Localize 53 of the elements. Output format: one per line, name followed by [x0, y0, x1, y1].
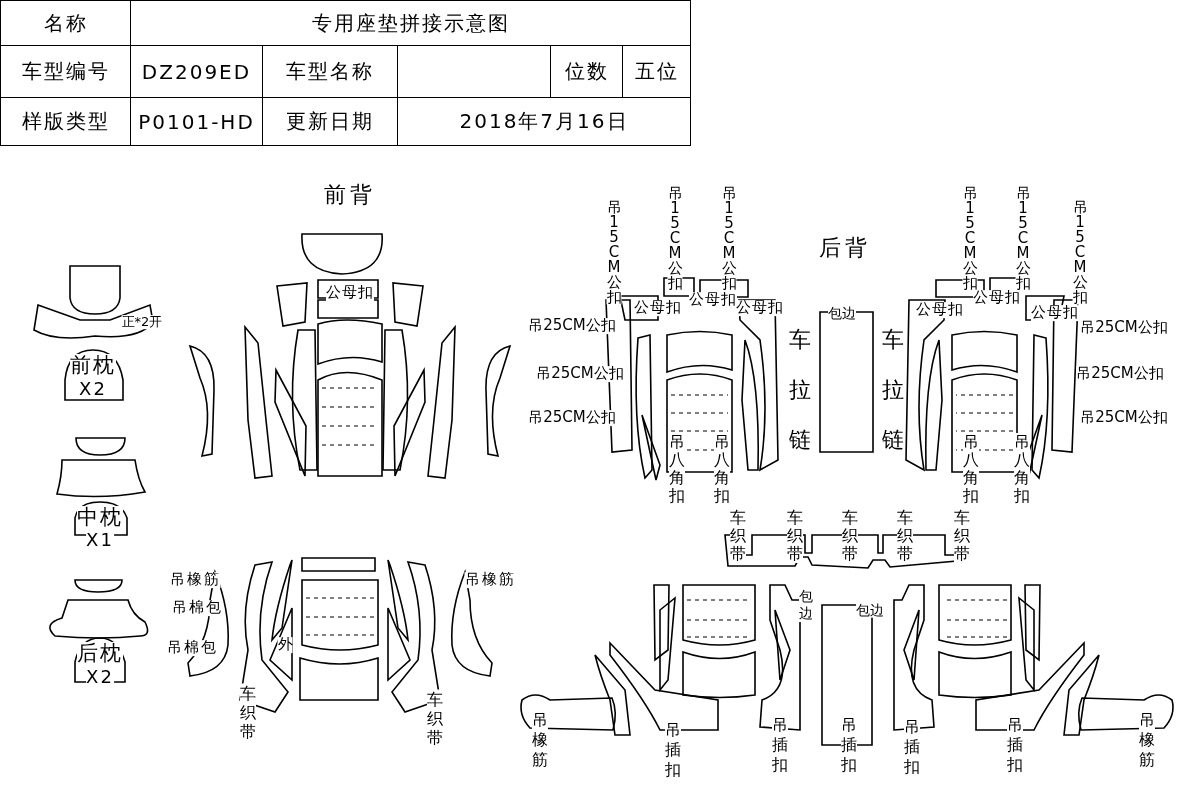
part-label: 车织带 [897, 509, 913, 563]
part-label: 吊八角扣 [963, 433, 979, 505]
part-label: 吊15CM公扣 [1015, 185, 1031, 291]
part-label: 车织带 [787, 509, 803, 563]
part-label: 公母扣 [634, 300, 682, 316]
part-label: 吊15CM公扣 [962, 185, 978, 291]
part-label: 车织带 [954, 509, 970, 563]
part-label: 车织带 [730, 509, 746, 563]
part-label: 包边 [856, 602, 884, 618]
part-label: 吊15CM公扣 [667, 185, 683, 291]
part-label: 吊橡筋 [464, 572, 516, 588]
part-label: 吊25CM公扣 [536, 366, 624, 382]
part-label: 吊25CM公扣 [1076, 366, 1164, 382]
part-label: 吊橡筋 [169, 572, 221, 588]
part-label: 吊15CM公扣 [606, 199, 622, 305]
part-label: 公母扣 [326, 285, 374, 301]
part-label: 公母扣 [1031, 305, 1079, 321]
part-label: 吊插扣 [841, 715, 857, 775]
part-label: 包边 [799, 588, 813, 622]
part-label: 吊插扣 [1007, 715, 1023, 775]
part-label: 公母扣 [736, 300, 784, 316]
table-cell: 专用座垫拼接示意图 [130, 0, 691, 46]
part-label: 吊15CM公扣 [721, 185, 737, 291]
part-label: 吊插扣 [665, 720, 681, 780]
part-label: 公母扣 [689, 292, 737, 308]
part-label: 正*2开 [121, 315, 163, 329]
part-label: 车织带 [240, 683, 256, 741]
part-label: 吊25CM公扣 [1080, 320, 1168, 336]
part-label: 车织带 [842, 509, 858, 563]
part-label: 吊橡筋 [532, 710, 548, 770]
part-label: 吊棉包 [166, 640, 218, 656]
part-label: 吊插扣 [772, 715, 788, 775]
part-label: 吊橡筋 [1139, 710, 1155, 770]
part-label: 吊八角扣 [1014, 433, 1030, 505]
part-label: 后枕 [77, 642, 123, 664]
part-label: 吊25CM公扣 [1080, 410, 1168, 426]
table-cell: 2018年7月16日 [397, 97, 691, 146]
part-label: 吊棉包 [171, 600, 223, 616]
part-label: 包边 [828, 305, 856, 321]
part-label: 前枕 [70, 354, 116, 376]
part-label: 中枕 [77, 506, 123, 528]
part-label: 公母扣 [973, 290, 1021, 306]
part-label: 外 [277, 637, 293, 653]
part-label: 吊25CM公扣 [528, 410, 616, 426]
table-cell: 样版类型 [0, 97, 131, 146]
part-label: 公母扣 [916, 302, 964, 318]
part-label: 车织带 [427, 689, 443, 747]
part-label: 吊插扣 [904, 717, 920, 777]
part-label: 吊八角扣 [714, 433, 730, 505]
part-label: 吊八角扣 [669, 433, 685, 505]
part-label: 吊25CM公扣 [528, 318, 616, 334]
part-label: 吊15CM公扣 [1072, 199, 1088, 305]
table-cell: 名称 [0, 0, 131, 46]
